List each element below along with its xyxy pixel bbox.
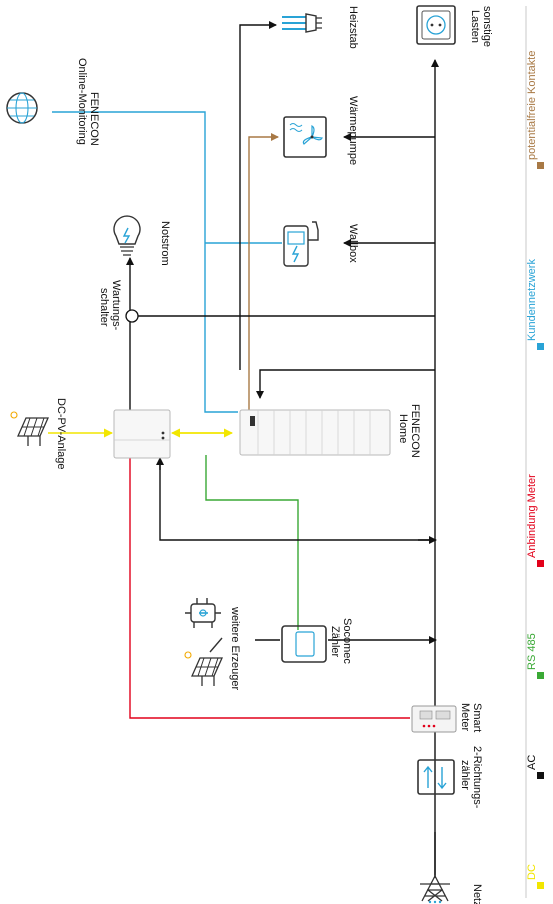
rs485-line [205,455,299,630]
inverter-icon [113,409,171,459]
socomec-meter-icon [281,625,327,663]
battery-storage-icon [239,409,391,456]
legend-item-dc: DC [526,864,544,889]
label-2-richtungszaehler-line1: 2-Richtungs- [471,746,483,809]
label-fenecon-home-line1: FENECON [409,404,421,458]
globe-icon [6,92,38,124]
label-fenecon-monitoring-line2: Online-Monitoring [76,58,88,145]
legend-label-rs485: RS 485 [526,633,538,670]
generator-icon [185,598,221,628]
legend-swatch-kontakte [537,162,544,169]
label-socomec-line2: Zähler [329,626,341,658]
network-line [52,111,282,413]
power-pylon-icon [420,874,450,904]
heating-rod-icon [282,13,322,33]
label-smart-meter-line1: Smart [471,703,483,732]
legend-item-potentialfreie-kontakte: potentialfreie Kontakte [526,51,544,169]
contacts-line [248,133,279,410]
label-notstrom: Notstrom [159,221,171,266]
slash-divider [209,637,223,653]
label-fenecon-monitoring-line1: FENECON [88,92,100,146]
label-fenecon-home-line2: Home [397,414,409,443]
label-netz: Netz [471,884,483,904]
legend-swatch-dc [537,882,544,889]
smart-meter-icon [411,705,457,733]
legend-item-rs485: RS 485 [526,633,544,679]
label-wallbox: Wallbox [347,224,359,263]
label-weitere-erzeuger: weitere Erzeuger [229,606,241,690]
label-dc-pv-anlage: DC-PV-Anlage [55,398,67,470]
legend-label-potentialfreie-kontakte: potentialfreie Kontakte [526,51,538,160]
light-bulb-icon [113,215,141,256]
legend-item-ac: AC [526,755,544,779]
legend-label-ac: AC [526,755,538,770]
legend-item-anbindung-meter: Anbindung Meter [526,474,544,567]
ac-heizstab-line [239,21,277,370]
label-sonstige-lasten-line1: sonstige [481,6,493,47]
label-heizstab: Heizstab [347,6,359,49]
legend-label-anbindung-meter: Anbindung Meter [526,474,538,558]
label-sonstige-lasten-line2: Lasten [469,10,481,43]
legend-swatch-rs485 [537,672,544,679]
legend-label-dc: DC [526,864,538,880]
wartungsschalter-switch [125,309,139,323]
ac-inverter-bus [159,458,435,541]
label-wartungsschalter-line2: schalter [98,288,110,327]
label-waermepumpe: Wärmepumpe [347,96,359,165]
meter-link-line [129,448,410,719]
legend-label-kundennetzwerk: Kundennetzwerk [526,259,538,341]
power-socket-icon [416,5,456,45]
ac-to-home [256,369,435,399]
label-socomec-line1: Socomec [341,618,353,664]
solar-panel-icon [10,411,50,446]
heat-pump-icon [283,116,327,158]
bidirectional-arrows-icon [417,759,455,795]
label-2-richtungszaehler-line2: zähler [459,760,471,790]
label-smart-meter-line2: Meter [459,703,471,731]
legend-swatch-meter [537,560,544,567]
ev-charger-icon [283,221,319,267]
solar-panel-icon [184,651,224,686]
legend-swatch-ac [537,772,544,779]
legend-swatch-kundennetzwerk [537,343,544,350]
label-wartungsschalter-line1: Wartungs- [110,280,122,331]
legend-item-kundennetzwerk: Kundennetzwerk [526,259,544,350]
